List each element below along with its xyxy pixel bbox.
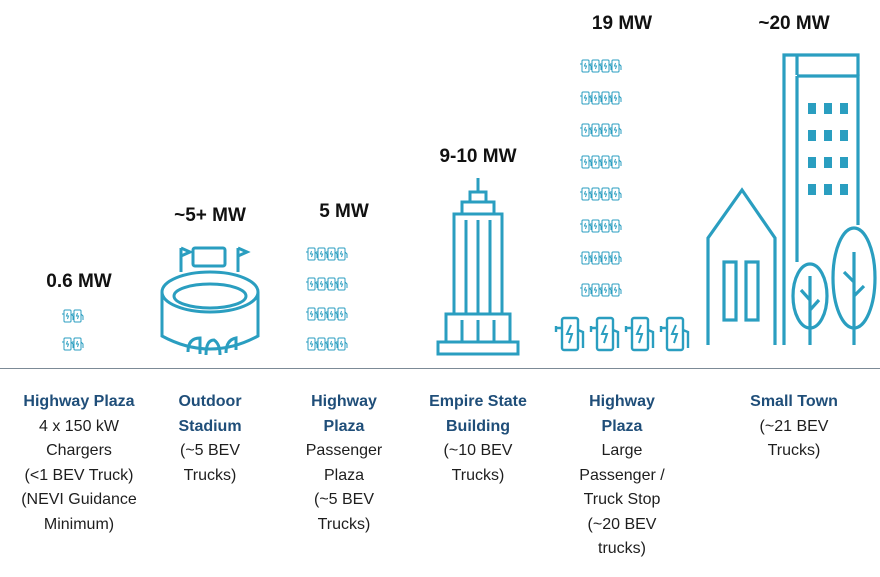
stadium-icon [160,246,260,356]
caption-title: Small Town [750,393,838,410]
caption-4: Empire State Building (~10 BEV Trucks) [408,390,548,488]
caption-description: (~5 BEV Trucks) [179,442,241,484]
caption-description: 4 x 150 kW Chargers (<1 BEV Truck) (NEVI… [21,417,137,533]
caption-description: Passenger Plaza (~5 BEV Trucks) [305,442,383,533]
power-label-2: ~5+ MW [174,205,246,226]
caption-title: Highway Plaza [311,393,377,435]
caption-description: (~21 BEV Trucks) [759,417,829,460]
power-label-6: ~20 MW [758,13,830,34]
power-label-3: 5 MW [319,201,369,222]
caption-description: (~10 BEV Trucks) [443,442,513,484]
ev-charger-icons [62,310,83,350]
caption-title: Highway Plaza [589,393,655,435]
caption-title: Outdoor Stadium [178,393,242,435]
caption-title: Empire State Building [429,393,527,435]
caption-5: Highway Plaza Large Passenger / Truck St… [552,390,692,562]
caption-1: Highway Plaza 4 x 150 kW Chargers (<1 BE… [9,390,149,537]
skyscraper-icon [436,178,520,356]
truck-stop-charger-icon [554,60,690,352]
caption-6: Small Town (~21 BEV Trucks) [724,390,864,464]
power-label-5: 19 MW [591,13,653,34]
ev-charger-grid-icon [306,248,347,350]
caption-title: Highway Plaza [23,393,135,410]
power-label-4: 9-10 MW [439,146,517,167]
caption-2: Outdoor Stadium (~5 BEV Trucks) [140,390,280,488]
small-town-icon [706,53,877,345]
power-label-1: 0.6 MW [46,271,112,292]
caption-3: Highway Plaza Passenger Plaza (~5 BEV Tr… [274,390,414,537]
baseline-divider [0,368,880,369]
caption-description: Large Passenger / Truck Stop (~20 BEV tr… [579,442,665,557]
